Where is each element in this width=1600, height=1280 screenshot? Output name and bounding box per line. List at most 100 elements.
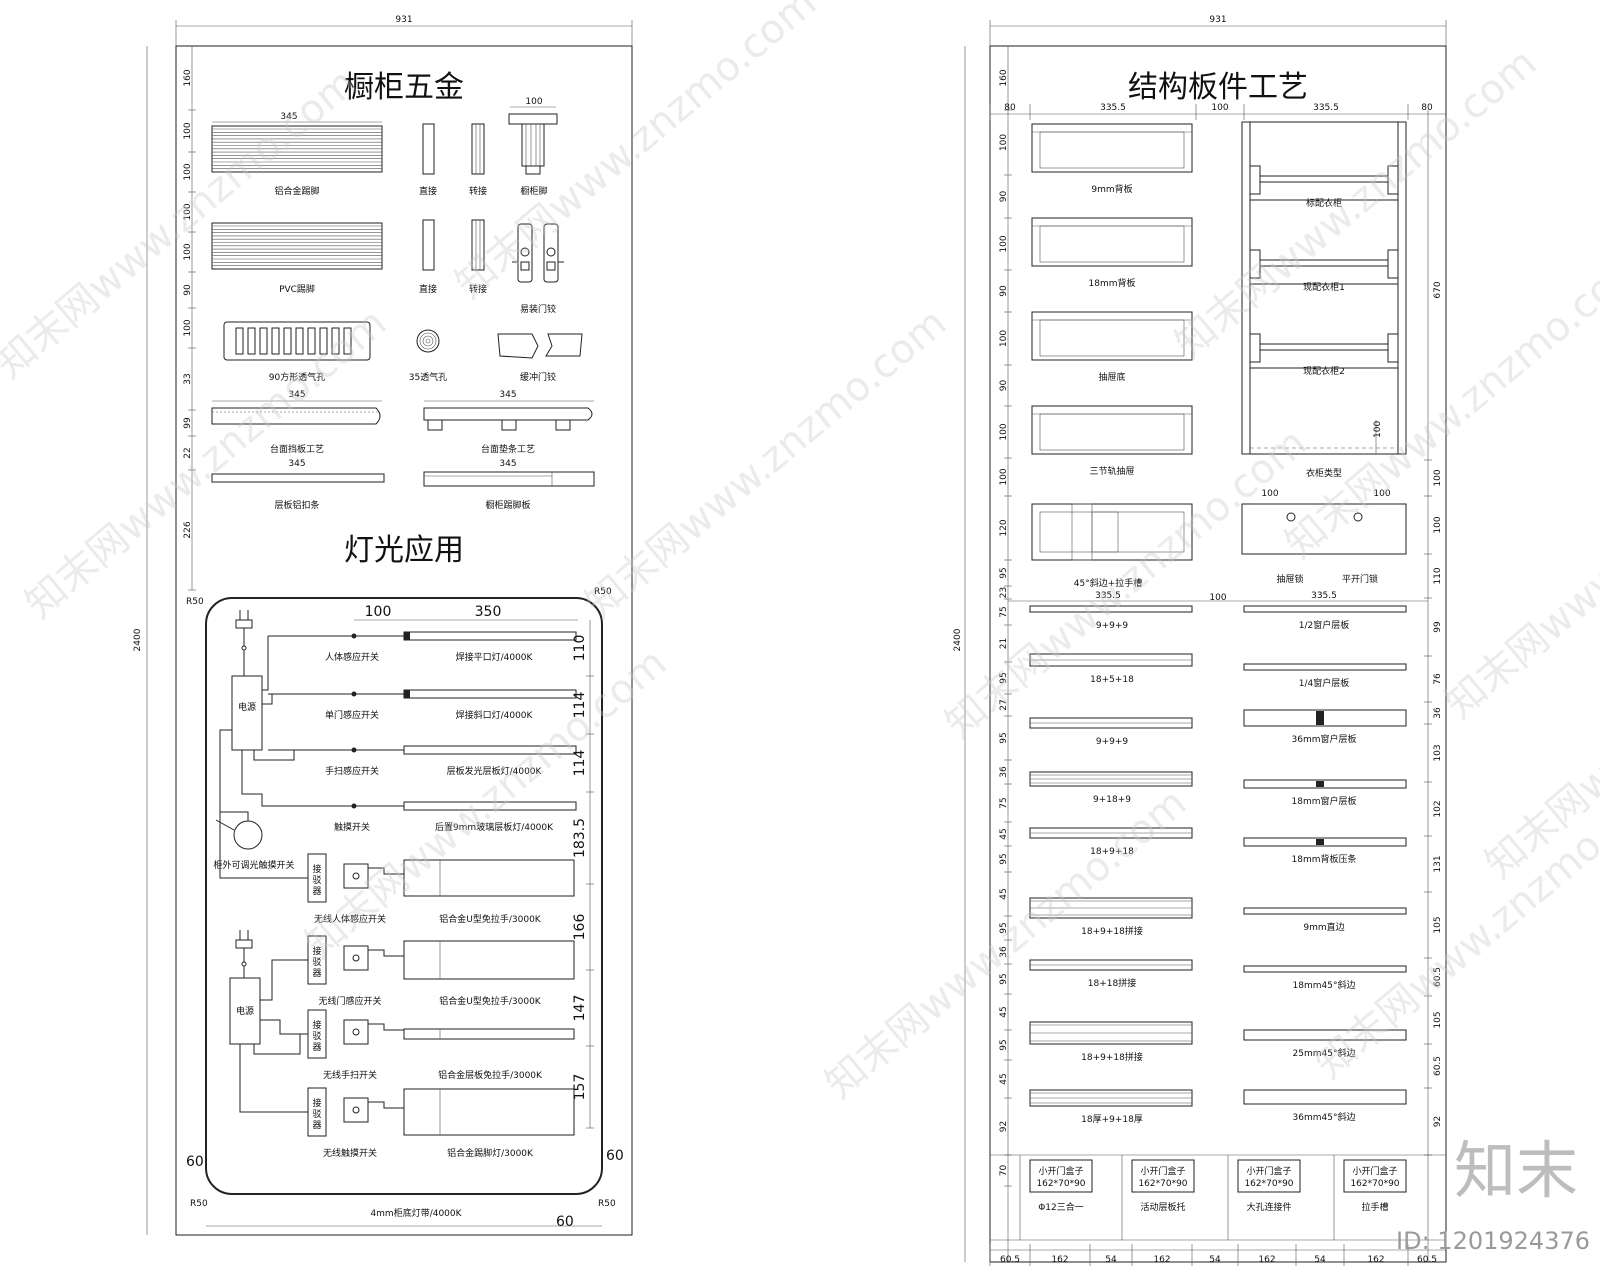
switch-label: 触摸开关 <box>334 821 370 833</box>
wireless-switch <box>343 1019 369 1045</box>
box-label: 大孔连接件 <box>1246 1201 1291 1213</box>
edge-label: 18mm背板压条 <box>1292 853 1357 865</box>
row-dim: 100 <box>183 203 193 220</box>
cabinet-leg-label: 橱柜脚 <box>520 185 547 197</box>
lamp-label: 焊接斜口灯/4000K <box>456 709 534 721</box>
corner-r-bl: R50 <box>190 1199 208 1209</box>
row-dim: 90 <box>183 284 193 296</box>
hinge-label: 易装门铰 <box>520 303 556 315</box>
plug-icon-2 <box>235 930 253 967</box>
round-switch-icon <box>233 820 263 850</box>
row-dim: 100 <box>183 122 193 139</box>
light-right-dim: 166 <box>572 914 588 941</box>
box-line2: 162*70*90 <box>1350 1179 1399 1189</box>
watermark-text: 知末网www.znzmo.com <box>17 300 395 628</box>
switch-label: 单门感应开关 <box>325 709 379 721</box>
struct-left-dim: 95 <box>999 922 1009 933</box>
connector-label: 接 <box>312 863 321 875</box>
drill-label-2: 平开门锁 <box>1342 573 1378 585</box>
layer-label: 9+9+9 <box>1096 621 1129 631</box>
u-profile-lamp <box>403 1028 575 1040</box>
hardware-box <box>1029 1159 1093 1193</box>
vent-slot <box>247 327 256 355</box>
bottom-dim: 162 <box>1367 1255 1384 1265</box>
box-line2: 162*70*90 <box>1036 1179 1085 1189</box>
power-box-2 <box>229 977 261 1045</box>
corner-label-1: 转接 <box>469 185 487 197</box>
drill-dim-2: 100 <box>1373 489 1390 499</box>
power-box-1 <box>231 675 263 751</box>
struct-left-dim: 75 <box>999 797 1009 808</box>
connector-label: 器 <box>312 1120 321 1131</box>
left-width-dim: 931 <box>395 15 412 25</box>
edge-panel <box>1243 1089 1407 1105</box>
light-dim-350: 350 <box>475 604 502 620</box>
corner-r-tr: R50 <box>594 587 612 597</box>
vent-slot <box>259 327 268 355</box>
wireless-switch-label: 无线手扫开关 <box>323 1069 377 1081</box>
connector-label: 器 <box>312 968 321 979</box>
row-dim: 226 <box>183 521 193 538</box>
drill-dim-1: 100 <box>1261 489 1278 499</box>
switch-label: 手扫感应开关 <box>325 765 379 777</box>
layer-label: 9+18+9 <box>1093 795 1131 805</box>
box-line2: 162*70*90 <box>1244 1179 1293 1189</box>
hardware-box <box>1343 1159 1407 1193</box>
panel-label: 9mm背板 <box>1091 183 1132 195</box>
led-strip <box>403 689 577 699</box>
struct-left-dim: 160 <box>999 69 1009 86</box>
led-strip <box>403 631 577 641</box>
bottom-dim: 54 <box>1209 1255 1221 1265</box>
right-panel-frame <box>989 45 1447 1263</box>
pvc-base-label: PVC踢脚 <box>279 284 315 295</box>
edge-label: 1/4窗户层板 <box>1299 677 1350 689</box>
wireless-switch <box>343 863 369 889</box>
straight-label-1: 直接 <box>419 185 437 197</box>
row-dim: 160 <box>183 69 193 86</box>
straight-connector-2 <box>422 219 435 271</box>
cabinet-leg-top <box>508 113 558 125</box>
edge-label: 9mm直边 <box>1303 921 1344 933</box>
cab-strip-shape <box>423 471 595 487</box>
panel-box <box>1031 217 1193 267</box>
switch-label: 人体感应开关 <box>325 651 379 663</box>
box-label: 活动层板托 <box>1140 1201 1185 1213</box>
vent-slot <box>283 327 292 355</box>
layer-label: 18+18拼接 <box>1088 977 1136 989</box>
struct-right-dim: 36 <box>1433 707 1443 719</box>
light-right-dim: 157 <box>572 1074 588 1101</box>
struct-left-dim: 45 <box>999 828 1009 839</box>
light-right-dim: 183.5 <box>572 818 588 858</box>
u-profile-lamp <box>403 940 575 980</box>
alu-base-label: 铝合金踢脚 <box>274 185 319 197</box>
edge-panel <box>1243 605 1407 613</box>
round-vent-icon <box>416 329 440 353</box>
drill-label-1: 抽屉锁 <box>1276 573 1303 585</box>
round-vent-label: 35透气孔 <box>409 371 447 383</box>
lamp-label: 焊接平口灯/4000K <box>456 651 534 663</box>
miter-box <box>1031 503 1193 561</box>
struct-left-dim: 36 <box>999 766 1009 778</box>
layer-label: 9+9+9 <box>1096 737 1129 747</box>
light-dim-100: 100 <box>365 604 392 620</box>
cabinet-type-label: 衣柜类型 <box>1306 467 1342 479</box>
struct-right-dim: 76 <box>1433 673 1443 685</box>
struct-left-dim: 95 <box>999 672 1009 683</box>
strip-dim-1: 345 <box>288 459 305 469</box>
layer-label: 18厚+9+18厚 <box>1081 1114 1143 1125</box>
brand-logo: 知末 <box>1454 1134 1578 1207</box>
connector-label: 器 <box>312 1042 321 1053</box>
edge-panel <box>1243 965 1407 973</box>
box-line1: 小开门盒子 <box>1140 1165 1185 1177</box>
edge-panel <box>1243 837 1407 847</box>
corner-dim-b: 60 <box>556 1214 574 1230</box>
panel-label: 抽屉底 <box>1098 371 1125 383</box>
struct-right-dim: 103 <box>1433 744 1443 761</box>
cabinet-label: 现配衣柜1 <box>1303 281 1345 293</box>
lamp2-label: 铝合金层板免拉手/3000K <box>438 1069 543 1081</box>
lighting-frame <box>205 597 603 1195</box>
bottom-light-label: 4mm柜底灯带/4000K <box>370 1207 462 1219</box>
layer-label: 18+9+18拼接 <box>1081 925 1143 937</box>
struct-left-dim: 100 <box>999 468 1009 485</box>
counter-dim-1: 345 <box>288 390 305 400</box>
